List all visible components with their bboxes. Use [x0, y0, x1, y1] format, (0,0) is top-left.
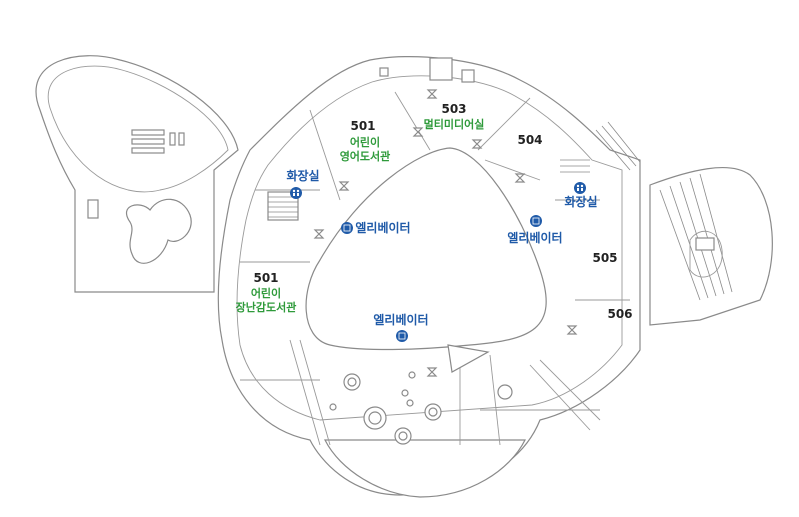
annex-benches	[131, 129, 185, 154]
left-annex-building	[35, 55, 239, 293]
room-name-line: 멀티미디어실	[424, 117, 485, 131]
room-name-line: 어린이	[350, 135, 380, 149]
door-markers	[313, 89, 578, 377]
columns	[329, 371, 513, 445]
elevator-icon	[530, 215, 542, 227]
room-505[interactable]: 505	[592, 251, 617, 265]
room-number: 501	[350, 119, 375, 133]
room-501-english-library[interactable]: 501 어린이 영어도서관	[340, 119, 391, 163]
elevator-icon	[341, 222, 353, 234]
lower-hall-lines	[240, 339, 601, 446]
restroom-left[interactable]: 화장실	[286, 168, 320, 199]
room-name-line: 영어도서관	[340, 149, 391, 163]
room-504[interactable]: 504	[517, 133, 542, 147]
facility-label: 엘리베이터	[507, 230, 562, 245]
room-number: 503	[441, 102, 466, 116]
room-503-multimedia[interactable]: 503 멀티미디어실	[424, 102, 485, 131]
room-506[interactable]: 506	[607, 307, 632, 321]
elevator-bottom[interactable]: 엘리베이터	[373, 312, 429, 342]
room-number: 504	[517, 133, 542, 147]
facility-label: 화장실	[286, 168, 319, 183]
right-wing-stairs	[659, 173, 733, 301]
main-building	[217, 56, 773, 498]
restroom-icon	[290, 187, 302, 199]
room-name-line: 어린이	[251, 286, 281, 300]
elevator-left[interactable]: 엘리베이터	[341, 220, 411, 235]
restroom-icon	[574, 182, 586, 194]
room-name-line: 장난감도서관	[236, 300, 297, 314]
room-number: 506	[607, 307, 632, 321]
facility-label: 엘리베이터	[373, 312, 428, 327]
elevator-right[interactable]: 엘리베이터	[507, 215, 563, 245]
room-number: 505	[592, 251, 617, 265]
facility-label: 엘리베이터	[355, 220, 410, 235]
facility-label: 화장실	[564, 194, 597, 209]
restroom-right[interactable]: 화장실	[564, 182, 598, 209]
room-501-toy-library[interactable]: 501 어린이 장난감도서관	[236, 271, 297, 314]
right-stairs	[560, 121, 641, 173]
room-number: 501	[253, 271, 278, 285]
elevator-icon	[396, 330, 408, 342]
